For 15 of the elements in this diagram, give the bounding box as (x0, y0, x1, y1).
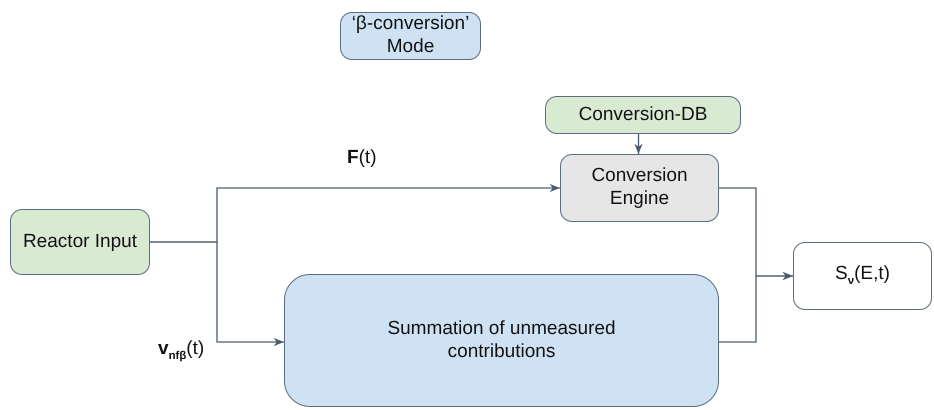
process-box (284, 274, 719, 407)
node-label: Summation of unmeasured contributions (386, 318, 617, 364)
node-label: Conversion Engine (590, 165, 689, 211)
node-label: Conversion-DB (578, 104, 708, 126)
node-label: ‘β-conversion’ Mode (350, 13, 470, 59)
node-label: S$_{ν}$(E,t) (835, 263, 890, 289)
connector-arrow (150, 241, 284, 346)
connector-arrow (634, 134, 643, 154)
process-box (545, 96, 741, 134)
process-box (793, 242, 932, 310)
process-box (10, 209, 150, 275)
mode-box (340, 12, 481, 60)
node-label: Reactor Input (22, 230, 138, 254)
process-box (560, 154, 719, 222)
connector-arrow (719, 272, 793, 343)
